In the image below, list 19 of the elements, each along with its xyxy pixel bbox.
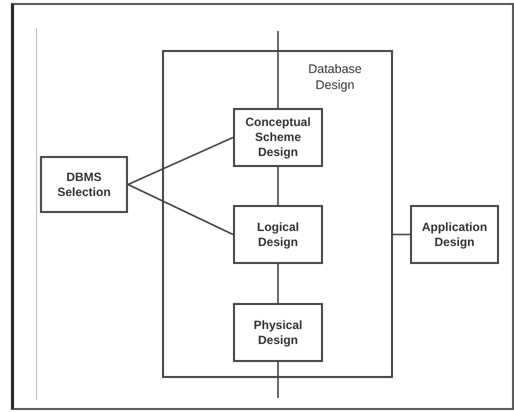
box-label: Physical Design: [252, 318, 304, 348]
process-box: [233, 303, 323, 362]
box-label: DBMS Selection: [56, 170, 112, 200]
connector-line: [128, 184, 234, 236]
process-box: [40, 156, 128, 213]
group-frame: [162, 50, 393, 378]
process-box: [233, 205, 323, 264]
box-label: Application Design: [420, 220, 488, 250]
connector-line: [277, 362, 279, 398]
connector-line: [128, 136, 234, 186]
connector-line: [277, 31, 279, 108]
connector-line: [277, 264, 279, 303]
group-title: Database Design: [307, 62, 363, 94]
connector-line: [393, 234, 410, 236]
process-box: [233, 108, 323, 167]
process-box: [410, 205, 499, 264]
box-label: Logical Design: [256, 220, 300, 250]
box-label: Conceptual Scheme Design: [244, 115, 312, 160]
connector-line: [277, 167, 279, 205]
